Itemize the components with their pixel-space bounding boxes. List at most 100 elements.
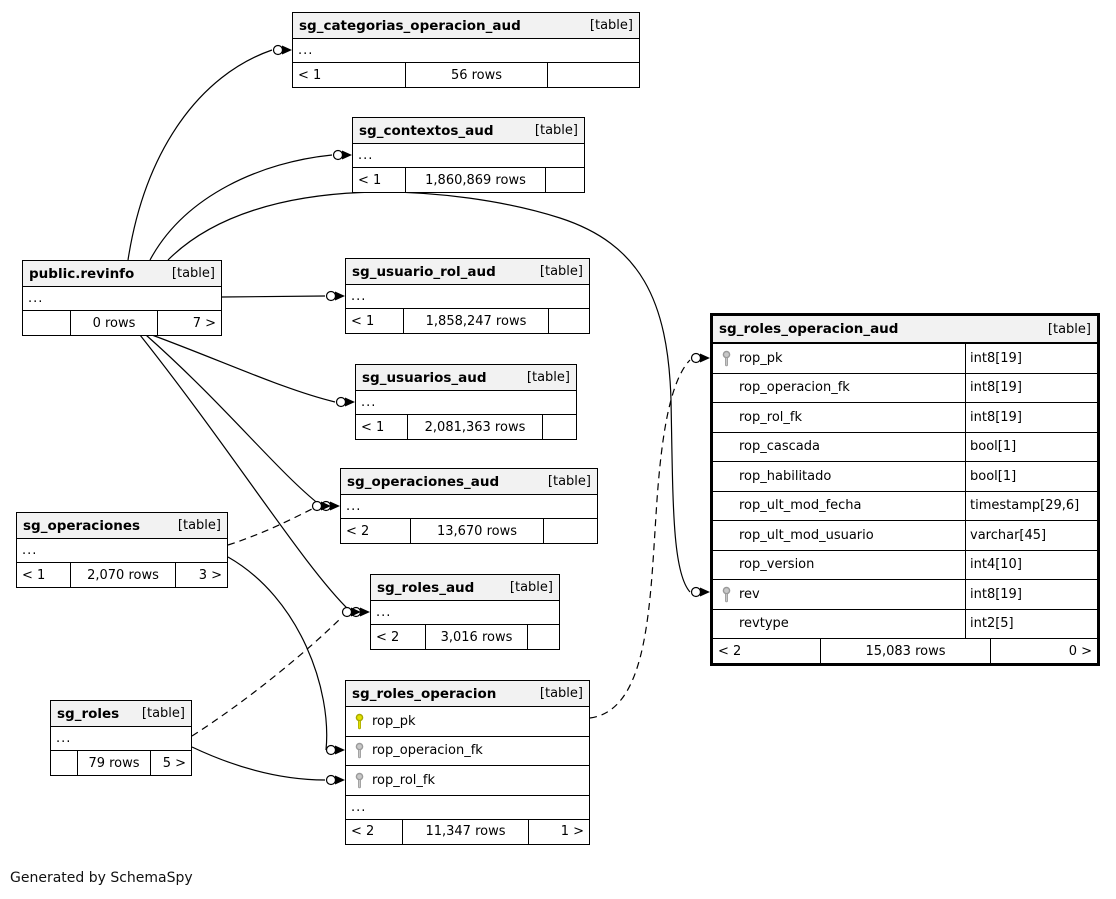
column-type: int4[10] [965, 550, 1097, 579]
table-sg_categorias_operacion_aud: sg_categorias_operacion_aud[table]...< 1… [292, 12, 640, 88]
table-name[interactable]: sg_contextos_aud [359, 122, 494, 139]
footer-children-count: 5 > [162, 755, 186, 771]
column-name-cell: rop_rol_fk [346, 766, 589, 795]
footer-children-count: 3 > [198, 567, 222, 583]
table-header-sg_roles_aud[interactable]: sg_roles_aud[table] [371, 575, 559, 601]
column-name: rop_ult_mod_usuario [739, 527, 874, 543]
table-name[interactable]: sg_roles [57, 705, 120, 722]
collapsed-columns-row: ... [51, 727, 191, 751]
edge-zero-cardinality-circle [690, 352, 702, 364]
edge-arrowhead [345, 397, 355, 407]
table-name[interactable]: sg_usuarios_aud [362, 369, 487, 386]
table-name[interactable]: sg_roles_operacion [352, 685, 497, 702]
column-name: rop_operacion_fk [372, 743, 483, 759]
table-tag: [table] [539, 686, 583, 701]
column-name-cell: revtype [713, 610, 965, 639]
footer-parents-count: < 2 [346, 819, 403, 844]
table-header-sg_operaciones_aud[interactable]: sg_operaciones_aud[table] [341, 469, 597, 495]
footer-parents-count: < 1 [346, 309, 404, 333]
table-tag: [table] [177, 518, 221, 533]
footer-children-count: 1 > [560, 824, 584, 839]
edge-arrowhead [321, 501, 331, 511]
footer-parents-count: < 1 [17, 563, 71, 587]
footer-rows-count: 3,016 rows [426, 625, 528, 649]
footer-rows-count: 2,070 rows [71, 563, 176, 587]
edge-zero-cardinality-circle [311, 500, 323, 512]
footer-children-count [546, 168, 584, 192]
collapsed-columns-row: ... [346, 285, 589, 309]
column-type: int8[19] [965, 344, 1097, 373]
table-header-public_revinfo[interactable]: public.revinfo [table] [23, 261, 221, 287]
edge-arrowhead [330, 501, 340, 511]
column-type: bool[1] [965, 462, 1097, 491]
table-header-sg_operaciones[interactable]: sg_operaciones [table] [17, 513, 227, 539]
table-sg_roles_operacion_aud: sg_roles_operacion_aud [table] rop_pk int8[… [710, 313, 1100, 666]
edge-arrowhead [351, 607, 361, 617]
table-tag: [table] [526, 370, 570, 385]
column-name: rop_pk [372, 713, 416, 729]
footer-parents-count: < 1 [293, 63, 406, 87]
table-name[interactable]: sg_categorias_operacion_aud [299, 17, 521, 34]
table-name[interactable]: sg_operaciones_aud [347, 473, 500, 490]
collapsed-columns-row: ... [341, 495, 597, 519]
column-type: bool[1] [965, 432, 1097, 461]
footer-parents-count: < 1 [353, 168, 406, 192]
generator-credit: Generated by SchemaSpy [10, 870, 193, 886]
footer-rows-count: 11,347 rows [403, 819, 529, 844]
table-header-sg_usuario_rol_aud[interactable]: sg_usuario_rol_aud[table] [346, 259, 589, 285]
footer-children-count [544, 519, 597, 543]
footer-rows-count: 1,860,869 rows [406, 168, 546, 192]
footer-children-count: 7 > [192, 315, 216, 331]
column-name-cell: rev [713, 580, 965, 609]
footer-parents-count [23, 311, 71, 335]
table-name[interactable]: sg_operaciones [23, 517, 141, 534]
table-name[interactable]: sg_roles_aud [377, 579, 475, 596]
edge-arrowhead [700, 353, 710, 363]
footer-parents-count: < 2 [713, 639, 821, 663]
footer-parents-count: < 1 [356, 415, 408, 439]
column-row-rop_pk: rop_pk int8[19] [713, 344, 1097, 374]
table-header-sg_roles_operacion_aud[interactable]: sg_roles_operacion_aud [table] [713, 316, 1097, 344]
column-name-cell: rop_ult_mod_fecha [713, 492, 965, 521]
table-header-sg_roles[interactable]: sg_roles [table] [51, 701, 191, 727]
table-header-sg_categorias_operacion_aud[interactable]: sg_categorias_operacion_aud [table] [293, 13, 639, 39]
footer-children-count: 0 > [1068, 643, 1092, 659]
table-header-sg_usuarios_aud[interactable]: sg_usuarios_aud [table] [356, 365, 576, 391]
table-tag: [table] [589, 18, 633, 33]
column-name: rop_pk [739, 350, 783, 366]
table-tag: [table] [171, 266, 215, 281]
edge-arrowhead [360, 607, 370, 617]
collapsed-columns-row: ... [17, 539, 227, 563]
edge-public-revinfo-to-sg-roles-operacion-aud-rev [167, 191, 691, 593]
foreign-key-icon [722, 586, 730, 602]
footer-children-count [528, 625, 559, 649]
edge-public-revinfo-to-sg-usuario-rol-aud [221, 295, 326, 298]
table-name[interactable]: sg_usuario_rol_aud [352, 263, 496, 280]
collapsed-columns-row: ... [23, 287, 221, 311]
table-tag: [table] [1047, 321, 1091, 337]
table-name[interactable]: sg_roles_operacion_aud [719, 321, 899, 337]
table-header-sg_contextos_aud[interactable]: sg_contextos_aud[table] [353, 118, 584, 144]
edge-zero-cardinality-circle [690, 586, 702, 598]
table-name[interactable]: public.revinfo [29, 265, 135, 282]
foreign-key-icon [722, 350, 730, 366]
column-name: rop_operacion_fk [739, 380, 850, 396]
table-tag: [table] [141, 706, 185, 721]
footer-children-count [543, 415, 576, 439]
table-header-sg_roles_operacion[interactable]: sg_roles_operacion [table] [346, 681, 589, 707]
edge-sg-operaciones-to-sg-operaciones-aud [227, 508, 313, 546]
edge-zero-cardinality-circle [325, 744, 337, 756]
edge-arrowhead [342, 150, 352, 160]
